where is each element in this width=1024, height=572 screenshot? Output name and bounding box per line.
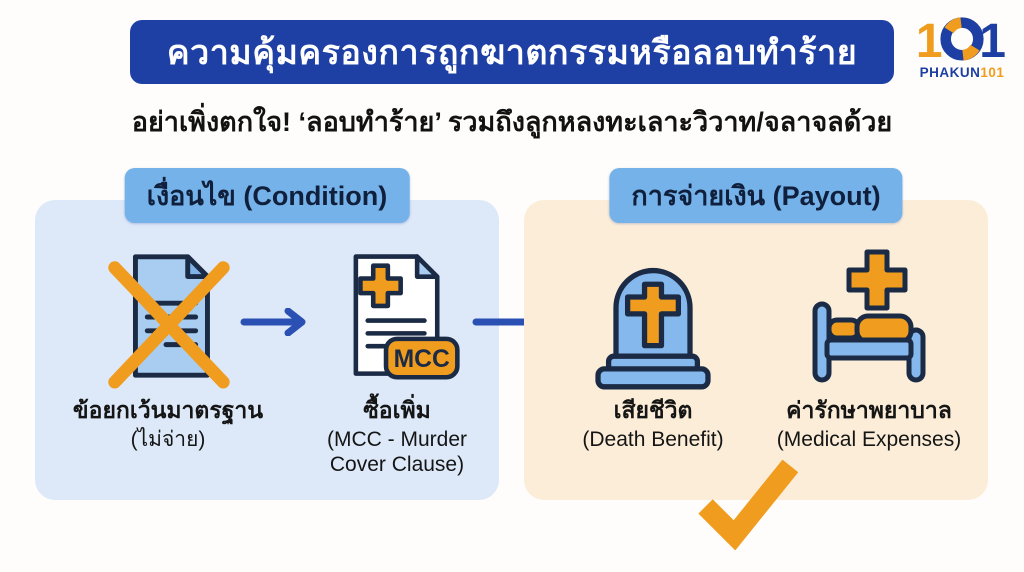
brand-logo: 1 1 PHAKUN101	[908, 12, 1016, 90]
death-benefit-item: เสียชีวิต (Death Benefit)	[538, 242, 768, 452]
document-crossed-icon	[108, 254, 230, 389]
buy-addon-item: MCC ซื้อเพิ่ม (MCC - Murder Cover Clause…	[297, 242, 497, 477]
item-title: ข้อยกเว้นมาตรฐาน	[72, 397, 264, 423]
svg-text:1: 1	[916, 15, 943, 64]
condition-panel-header: เงื่อนไข (Condition)	[124, 168, 410, 223]
logo-text-101: 101	[980, 65, 1005, 80]
item-subtitle: (Death Benefit)	[582, 427, 724, 451]
item-title: ค่ารักษาพยาบาล	[786, 397, 952, 423]
standard-exclusion-item: ข้อยกเว้นมาตรฐาน (ไม่จ่าย)	[53, 242, 283, 452]
title-banner: ความคุ้มครองการถูกฆาตกรรมหรือลอบทำร้าย	[130, 20, 894, 84]
checkmark-icon	[698, 459, 799, 550]
item-title: ซื้อเพิ่ม	[363, 397, 431, 423]
item-subtitle: (MCC - Murder Cover Clause)	[327, 427, 467, 476]
item-subtitle: (Medical Expenses)	[776, 427, 962, 451]
tombstone-icon	[595, 267, 711, 390]
payout-panel: การจ่ายเงิน (Payout) เสียชีวิต (Death Be…	[524, 168, 988, 500]
page-title: ความคุ้มครองการถูกฆาตกรรมหรือลอบทำร้าย	[166, 34, 858, 72]
subtitle: อย่าเพิ่งตกใจ! ‘ลอบทำร้าย’ รวมถึงลูกหลงท…	[131, 107, 893, 137]
payout-panel-header: การจ่ายเงิน (Payout)	[609, 168, 903, 223]
document-mcc-icon: MCC	[353, 254, 460, 380]
mcc-badge-label: MCC	[394, 346, 450, 373]
medical-expenses-item: ค่ารักษาพยาบาล (Medical Expenses)	[754, 242, 984, 452]
logo-wordmark: PHAKUN101	[920, 66, 1005, 80]
item-title: เสียชีวิต	[613, 397, 693, 423]
hospital-bed-icon	[812, 249, 926, 383]
svg-text:1: 1	[979, 15, 1006, 64]
logo-text-phakun: PHAKUN	[919, 65, 981, 80]
item-subtitle: (ไม่จ่าย)	[130, 427, 206, 451]
condition-panel: เงื่อนไข (Condition) ข้อยกเว้นมาตรฐาน (ไ…	[35, 168, 499, 500]
logo-101-icon: 1 1	[916, 15, 1006, 64]
arrow-right-icon	[240, 308, 306, 336]
